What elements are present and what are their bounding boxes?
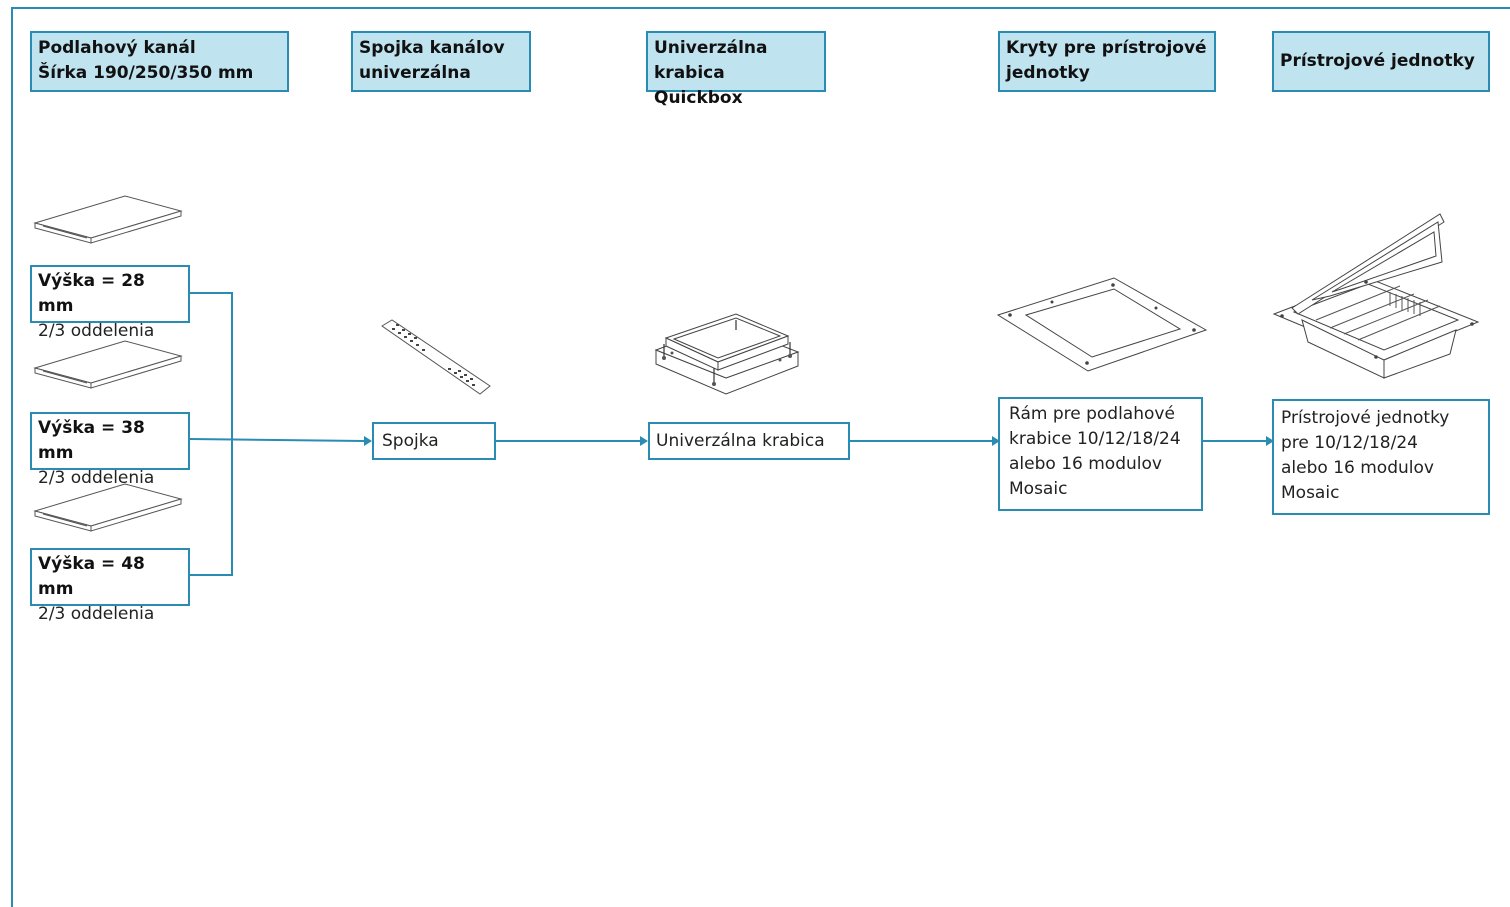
header-pristrojove-jednotky: Prístrojové jednotky (1272, 31, 1490, 92)
header-kanal-line1: Podlahový kanál (38, 38, 196, 58)
channel-height-box-48: Výška = 48 mm 2/3 oddelenia (30, 548, 190, 624)
channel-height-box-28: Výška = 28 mm 2/3 oddelenia (30, 265, 190, 341)
arrow-to-jednotky (1266, 436, 1274, 446)
device-unit-icon (1272, 213, 1480, 379)
connector-38mm (189, 438, 365, 442)
node-jednotky-line: pre 10/12/18/24 (1281, 433, 1418, 453)
node-pristrojove-jednotky: Prístrojové jednotky pre 10/12/18/24 ale… (1272, 399, 1490, 515)
frame-left-border (11, 7, 13, 907)
header-podlahovy-kanal: Podlahový kanál Šírka 190/250/350 mm (30, 31, 289, 92)
header-univerzalna-krabica: Univerzálna krabica Quickbox (646, 31, 826, 108)
header-krabica-line1: Univerzálna (654, 38, 768, 58)
node-ram-line: krabice 10/12/18/24 (1009, 429, 1181, 449)
channel-height-box-38: Výška = 38 mm 2/3 oddelenia (30, 412, 190, 488)
channel-sections-label: 2/3 oddelenia (38, 321, 155, 341)
node-jednotky-line: alebo 16 modulov (1281, 458, 1434, 478)
node-krabica-label: Univerzálna krabica (656, 431, 825, 451)
header-spojka-line1: Spojka kanálov (359, 38, 505, 58)
node-spojka: Spojka (372, 422, 496, 460)
arrow-to-krabica (640, 436, 648, 446)
header-kryty-line2: jednotky (1006, 63, 1090, 83)
node-univerzalna-krabica: Univerzálna krabica (648, 422, 850, 460)
connector-28mm (190, 292, 233, 576)
header-pristroj-line1: Prístrojové jednotky (1280, 51, 1475, 71)
floor-channel-icon (33, 483, 183, 532)
channel-height-label: Výška = 28 mm (38, 271, 145, 316)
channel-sections-label: 2/3 oddelenia (38, 468, 155, 488)
floor-frame-icon (996, 277, 1208, 372)
arrow-to-ram (992, 436, 1000, 446)
header-kryty: Kryty pre prístrojové jednotky (998, 31, 1216, 92)
node-spojka-label: Spojka (382, 431, 439, 451)
header-kryty-line1: Kryty pre prístrojové (1006, 38, 1207, 58)
node-jednotky-line: Mosaic (1281, 483, 1340, 503)
node-jednotky-line: Prístrojové jednotky (1281, 408, 1450, 428)
floor-channel-icon (33, 340, 183, 389)
channel-height-label: Výška = 48 mm (38, 554, 145, 599)
channel-sections-label: 2/3 oddelenia (38, 604, 155, 624)
node-ram-line: alebo 16 modulov (1009, 454, 1162, 474)
arrow-to-spojka (364, 436, 372, 446)
node-ram-line: Mosaic (1009, 479, 1068, 499)
connector-plate-icon (381, 319, 491, 395)
header-kanal-line2: Šírka 190/250/350 mm (38, 63, 254, 83)
node-ram: Rám pre podlahové krabice 10/12/18/24 al… (998, 397, 1203, 511)
header-krabica-line2: krabica Quickbox (654, 63, 743, 108)
frame-top-border (11, 7, 1510, 9)
header-spojka-line2: univerzálna (359, 63, 471, 83)
floor-channel-icon (33, 195, 183, 244)
node-ram-line: Rám pre podlahové (1009, 404, 1175, 424)
channel-height-label: Výška = 38 mm (38, 418, 145, 463)
header-spojka-kanalov: Spojka kanálov univerzálna (351, 31, 531, 92)
quickbox-icon (654, 313, 800, 395)
